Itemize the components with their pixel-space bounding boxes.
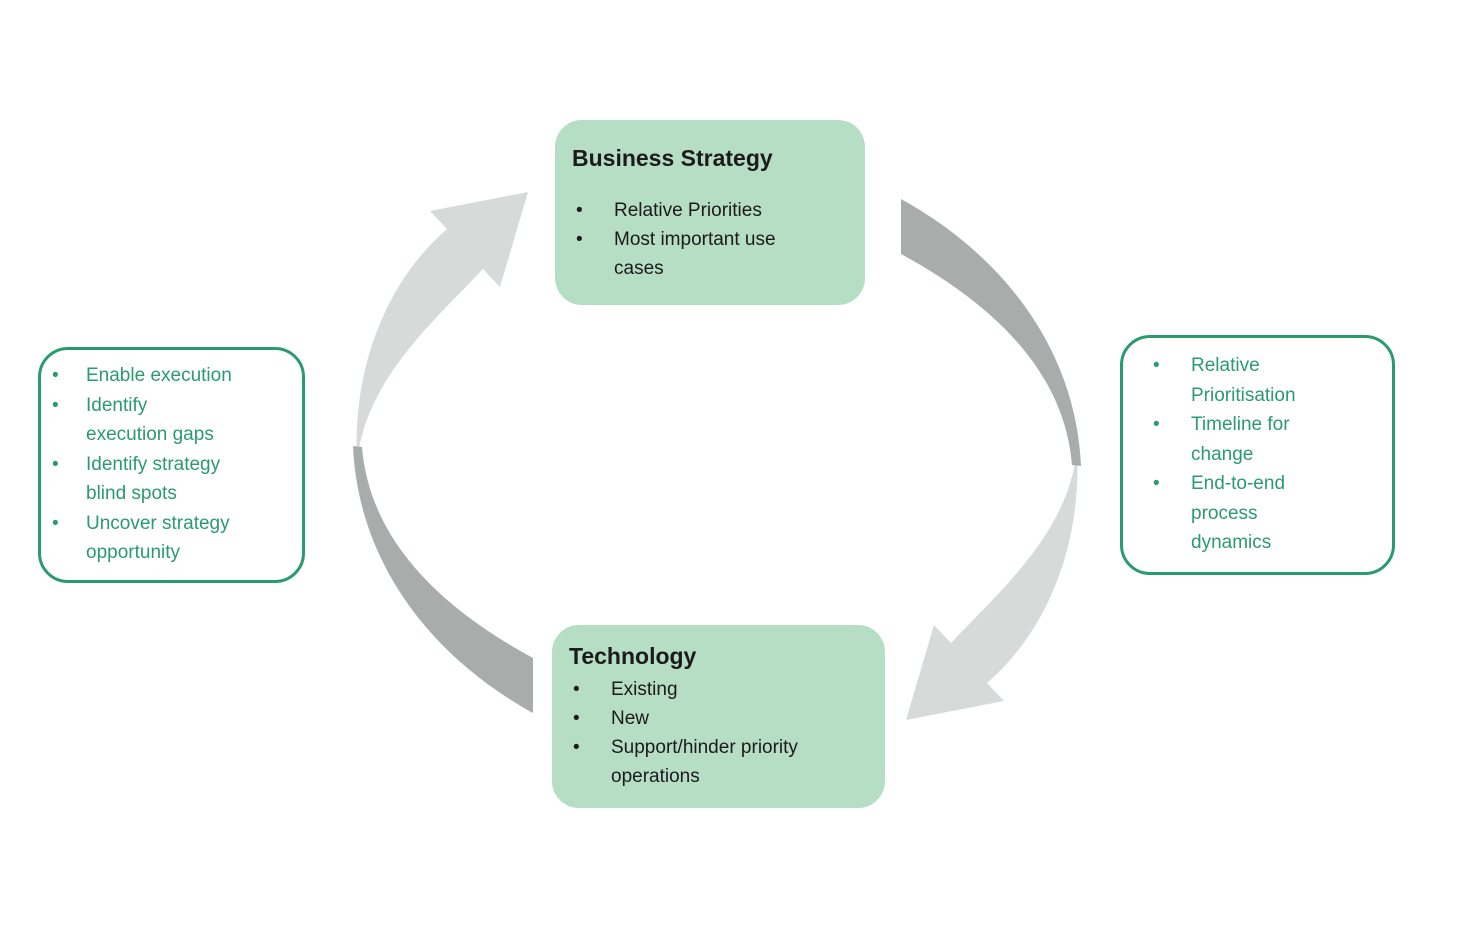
list-item: • Relative Prioritisation (1123, 351, 1392, 410)
arrow-down-to-technology-icon (906, 450, 1078, 720)
bullet-icon: • (573, 737, 580, 758)
bullet-icon: • (52, 365, 59, 386)
prioritisation-panel: • Relative Prioritisation • Timeline for… (1120, 335, 1395, 575)
list-item: • Timeline for change (1123, 410, 1392, 469)
list-item: • Uncover strategy opportunity (41, 509, 302, 568)
bullet-icon: • (573, 679, 580, 700)
bullet-icon: • (52, 453, 59, 475)
bullet-text: Existing (611, 679, 678, 700)
bullet-text: Uncover strategy opportunity (86, 512, 230, 564)
bullet-text: Support/hinder priority operations (611, 737, 798, 787)
technology-bullet-list: • Existing • New • Support/hinder priori… (552, 675, 885, 791)
business-strategy-title: Business Strategy (572, 145, 773, 171)
bullet-icon: • (576, 200, 583, 221)
right-panel-bullet-list: • Relative Prioritisation • Timeline for… (1123, 338, 1392, 558)
bullet-text: Timeline for change (1191, 414, 1290, 465)
technology-box: Technology • Existing • New • Support/hi… (552, 625, 885, 808)
bullet-text: New (611, 708, 650, 729)
bullet-text: Relative Priorities (614, 200, 762, 221)
list-item: • Existing (552, 675, 885, 704)
swoosh-from-technology-icon (353, 446, 533, 713)
bullet-text: Relative Prioritisation (1191, 355, 1296, 406)
bullet-text: End-to-end process dynamics (1191, 473, 1286, 553)
list-item: • Identify execution gaps (41, 391, 302, 450)
bullet-icon: • (576, 229, 583, 250)
bullet-icon: • (52, 512, 59, 534)
arrow-up-to-strategy-icon (356, 192, 528, 462)
bullet-text: Enable execution (86, 365, 232, 386)
strategy-outcomes-panel: • Enable execution • Identify execution … (38, 347, 305, 583)
business-strategy-box: Business Strategy • Relative Priorities … (555, 120, 865, 305)
list-item: • Support/hinder priority operations (552, 733, 885, 791)
bullet-icon: • (1153, 473, 1160, 494)
bullet-icon: • (1153, 414, 1160, 435)
list-item: • End-to-end process dynamics (1123, 469, 1392, 558)
bullet-text: Most important use cases (614, 229, 776, 279)
list-item: • New (552, 704, 885, 733)
bullet-icon: • (52, 394, 59, 416)
list-item: • Enable execution (41, 361, 302, 391)
business-strategy-bullet-list: • Relative Priorities • Most important u… (555, 196, 865, 283)
left-panel-bullet-list: • Enable execution • Identify execution … (41, 350, 302, 568)
list-item: • Relative Priorities (555, 196, 865, 225)
list-item: • Most important use cases (555, 225, 865, 283)
bullet-icon: • (573, 708, 580, 729)
technology-title: Technology (569, 643, 697, 669)
list-item: • Identify strategy blind spots (41, 450, 302, 509)
swoosh-from-strategy-icon (901, 199, 1081, 466)
bullet-icon: • (1153, 355, 1160, 376)
bullet-text: Identify strategy blind spots (86, 453, 221, 505)
bullet-text: Identify execution gaps (86, 394, 214, 446)
